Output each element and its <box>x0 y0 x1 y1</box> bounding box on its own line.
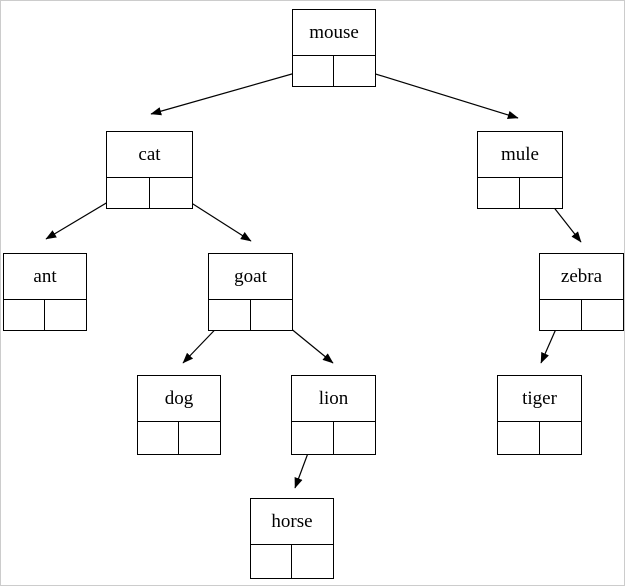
node-right-pointer-ant <box>45 300 86 330</box>
node-label-dog: dog <box>138 376 220 422</box>
node-pointers-zebra <box>540 300 623 330</box>
node-label-horse: horse <box>251 499 333 545</box>
node-left-pointer-mule <box>478 178 520 208</box>
node-right-pointer-horse <box>292 545 333 578</box>
node-right-pointer-lion <box>334 422 376 454</box>
node-label-ant: ant <box>4 254 86 300</box>
node-right-pointer-mouse <box>334 56 375 86</box>
tree-node-mule[interactable]: mule <box>477 131 563 209</box>
node-right-pointer-zebra <box>582 300 624 330</box>
tree-edge-mouse-to-mule <box>352 66 519 120</box>
node-label-lion: lion <box>292 376 375 422</box>
tree-node-cat[interactable]: cat <box>106 131 193 209</box>
node-pointers-mouse <box>293 56 375 86</box>
node-left-pointer-horse <box>251 545 292 578</box>
node-right-pointer-tiger <box>540 422 582 454</box>
tree-node-lion[interactable]: lion <box>291 375 376 455</box>
tree-node-ant[interactable]: ant <box>3 253 87 331</box>
node-label-tiger: tiger <box>498 376 581 422</box>
node-label-goat: goat <box>209 254 292 300</box>
node-pointers-tiger <box>498 422 581 454</box>
tree-node-goat[interactable]: goat <box>208 253 293 331</box>
tree-edge-mouse-to-cat <box>150 67 314 116</box>
node-pointers-horse <box>251 545 333 578</box>
tree-node-tiger[interactable]: tiger <box>497 375 582 455</box>
node-pointers-lion <box>292 422 375 454</box>
node-left-pointer-goat <box>209 300 251 330</box>
node-right-pointer-cat <box>150 178 193 208</box>
node-right-pointer-dog <box>179 422 220 454</box>
node-pointers-goat <box>209 300 292 330</box>
node-left-pointer-mouse <box>293 56 334 86</box>
node-pointers-cat <box>107 178 192 208</box>
tree-node-horse[interactable]: horse <box>250 498 334 579</box>
node-label-mule: mule <box>478 132 562 178</box>
tree-node-zebra[interactable]: zebra <box>539 253 624 331</box>
node-label-cat: cat <box>107 132 192 178</box>
node-left-pointer-cat <box>107 178 150 208</box>
tree-node-dog[interactable]: dog <box>137 375 221 455</box>
node-left-pointer-tiger <box>498 422 540 454</box>
tree-node-mouse[interactable]: mouse <box>292 9 376 87</box>
node-left-pointer-dog <box>138 422 179 454</box>
node-left-pointer-zebra <box>540 300 582 330</box>
node-label-zebra: zebra <box>540 254 623 300</box>
node-left-pointer-lion <box>292 422 334 454</box>
node-pointers-dog <box>138 422 220 454</box>
node-label-mouse: mouse <box>293 10 375 56</box>
node-pointers-ant <box>4 300 86 330</box>
node-right-pointer-mule <box>520 178 562 208</box>
node-left-pointer-ant <box>4 300 45 330</box>
node-right-pointer-goat <box>251 300 293 330</box>
node-pointers-mule <box>478 178 562 208</box>
